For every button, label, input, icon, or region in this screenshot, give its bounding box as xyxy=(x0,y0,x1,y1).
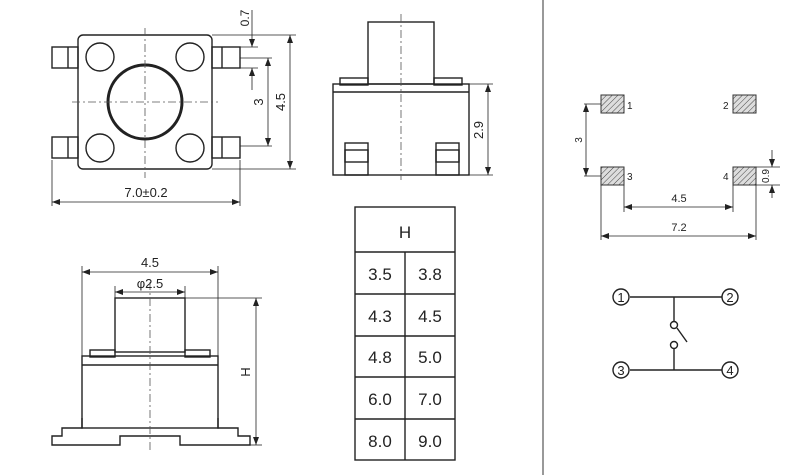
pad-label: 4 xyxy=(723,172,729,183)
dim-front-width: 4.5 xyxy=(141,255,159,270)
table-cell: 6.0 xyxy=(368,390,392,409)
pad xyxy=(600,94,625,114)
pad-label: 1 xyxy=(627,101,633,112)
dim-width: 7.0±0.2 xyxy=(124,185,167,200)
table-cell: 3.5 xyxy=(368,265,392,284)
terminal-label: 4 xyxy=(726,363,733,378)
table-cell: 4.5 xyxy=(418,307,442,326)
terminal-tab xyxy=(51,136,79,159)
terminal-tab xyxy=(51,46,79,69)
pad xyxy=(732,94,757,114)
table-cell: 3.8 xyxy=(418,265,442,284)
dim-pad-pitch: 3 xyxy=(574,137,585,143)
table-cell: 7.0 xyxy=(418,390,442,409)
terminal-label: 2 xyxy=(726,290,733,305)
dim-pad-inner: 4.5 xyxy=(671,193,686,205)
dim-pad-outer: 7.2 xyxy=(671,222,686,234)
pad-layout: 1 2 3 4 3 4.5 7.2 0.9 xyxy=(574,94,780,240)
table-header: H xyxy=(399,223,411,242)
terminal-tab xyxy=(211,46,241,69)
dim-tab: 0.7 xyxy=(238,9,252,26)
pad xyxy=(732,166,757,186)
switch-contact xyxy=(676,327,688,343)
table-cell: 5.0 xyxy=(418,348,442,367)
dim-pad-size: 0.9 xyxy=(761,169,772,183)
terminal-circle xyxy=(721,361,739,379)
table-cell: 4.3 xyxy=(368,307,392,326)
dim-pitch: 3 xyxy=(251,98,266,105)
table-cell: 9.0 xyxy=(418,432,442,451)
pad-label: 3 xyxy=(627,172,633,183)
dim-H: H xyxy=(238,367,253,376)
dim-side-height: 2.9 xyxy=(471,121,486,139)
front-view: 4.5 φ2.5 H xyxy=(51,255,262,450)
terminal-circle xyxy=(612,361,630,379)
dim-plunger: φ2.5 xyxy=(137,276,164,291)
pad xyxy=(600,166,625,186)
side-view: 2.9 xyxy=(332,14,493,180)
terminal-circle xyxy=(612,288,630,306)
top-view: 7.0±0.2 4.5 3 0.7 xyxy=(51,9,296,206)
table-cell: 4.8 xyxy=(368,348,392,367)
switch-schematic: 1 2 3 4 xyxy=(612,288,739,379)
terminal-label: 1 xyxy=(617,290,624,305)
terminal-label: 3 xyxy=(617,363,624,378)
table-cell: 8.0 xyxy=(368,432,392,451)
height-table: H 3.5 3.8 4.3 4.5 4.8 5.0 6.0 7.0 8.0 9.… xyxy=(354,206,456,461)
pad-label: 2 xyxy=(723,101,729,112)
terminal-circle xyxy=(721,288,739,306)
terminal-tab xyxy=(211,136,241,159)
dim-height: 4.5 xyxy=(273,93,288,111)
